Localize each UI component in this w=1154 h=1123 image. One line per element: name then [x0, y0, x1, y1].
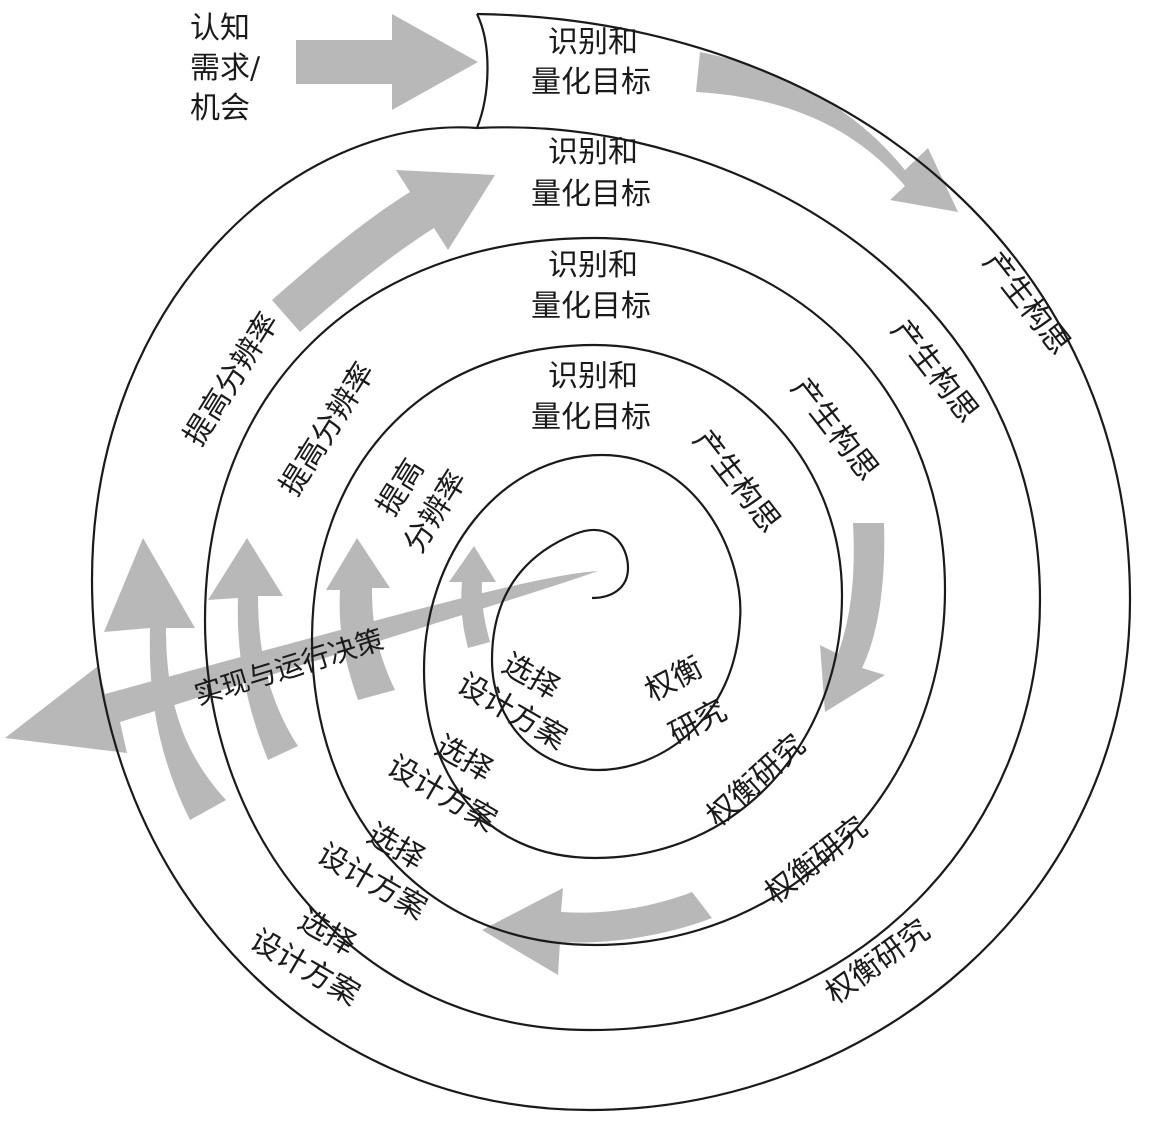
- concept-labels: 产生构思 产生构思 产生构思 产生构思: [686, 245, 1077, 539]
- concept-label-4: 产生构思: [686, 423, 787, 539]
- identify-3-line-2: 量化目标: [531, 289, 651, 324]
- bottom-left-arrow: [482, 888, 712, 975]
- identify-3-line-1: 识别和: [548, 248, 638, 283]
- spiral-lines: [90, 12, 1132, 1112]
- identify-4-line-2: 量化目标: [531, 400, 651, 435]
- entry-line-1: 认知: [190, 11, 250, 46]
- right-down-arrow: [820, 523, 885, 712]
- entry-line-2: 需求/: [190, 51, 261, 86]
- tradeoff-inner-line-2: 研究: [663, 693, 732, 752]
- identify-1-line-1: 识别和: [548, 25, 638, 60]
- entry-line-3: 机会: [190, 91, 250, 126]
- tradeoff-labels: 权衡 研究 权衡研究 权衡研究 权衡研究: [639, 650, 936, 1011]
- tradeoff-label-3: 权衡研究: [758, 810, 874, 911]
- identify-4-line-1: 识别和: [548, 359, 638, 394]
- left-up-arrow-2: [208, 538, 298, 760]
- entry-arrow: [296, 14, 478, 110]
- tradeoff-label-2: 权衡研究: [700, 728, 813, 834]
- entry-label: 认知 需求/ 机会: [190, 11, 261, 126]
- tradeoff-label-4: 权衡研究: [819, 913, 937, 1012]
- identify-labels: 识别和 量化目标 识别和 量化目标 识别和 量化目标 识别和 量化目标: [531, 25, 651, 435]
- identify-2-line-2: 量化目标: [531, 177, 651, 212]
- identify-1-line-2: 量化目标: [531, 65, 651, 100]
- concept-label-1: 产生构思: [976, 245, 1077, 361]
- identify-2-line-1: 识别和: [548, 135, 638, 170]
- outer-top-right-arrow: [696, 52, 958, 212]
- concept-label-3: 产生构思: [784, 371, 885, 487]
- resolution-label-1: 提高分辨率: [177, 306, 286, 452]
- exit-arrow: [5, 571, 598, 753]
- select-labels: 选择 设计方案 选择 设计方案 选择 设计方案 选择 设计方案: [244, 647, 572, 1013]
- resolution-labels: 提高分辨率 提高分辨率 提高 分辨率: [177, 306, 474, 559]
- tradeoff-inner-line-1: 权衡: [639, 650, 708, 709]
- resolution-label-2: 提高分辨率: [273, 356, 382, 502]
- left-up-arrow-3: [326, 538, 395, 700]
- upper-left-arrow: [272, 170, 495, 332]
